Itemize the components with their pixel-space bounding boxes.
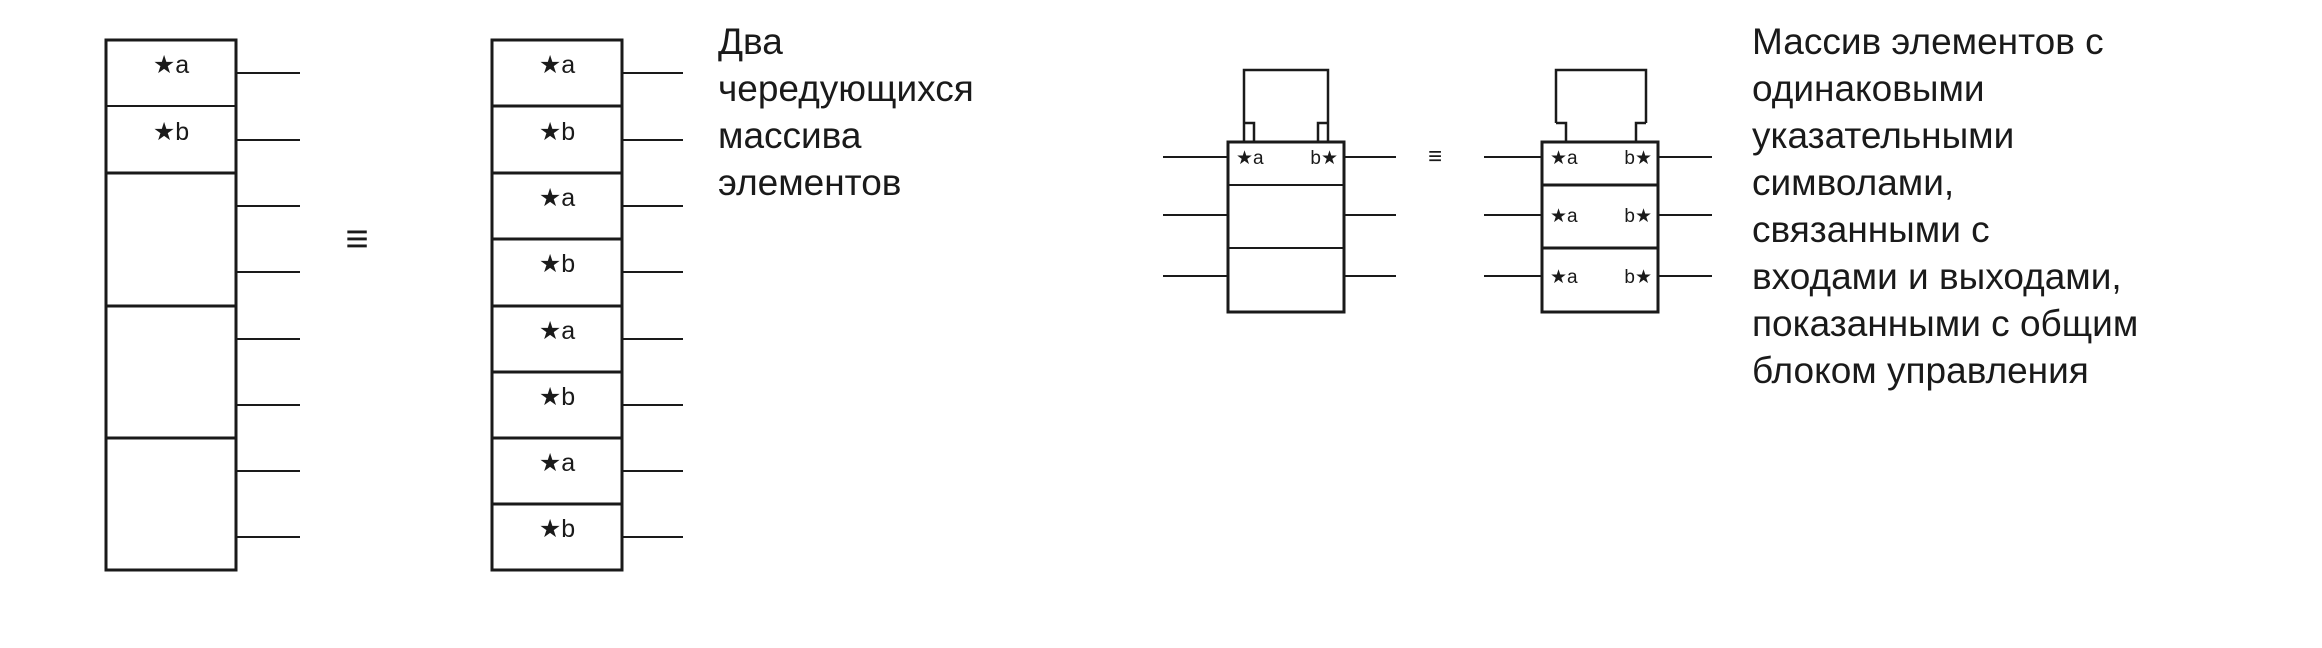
caption-line: Два xyxy=(718,21,783,62)
left-compact-array xyxy=(104,38,300,572)
right-figure-caption: Массив элементов с одинаковыми указатель… xyxy=(1752,18,2138,394)
control-block-notch-right xyxy=(1316,121,1328,144)
cell-label-b: ★b xyxy=(539,250,575,278)
row-output-label: b★ xyxy=(1624,267,1652,288)
cell-label-a: ★a xyxy=(539,449,575,477)
array-body-frame xyxy=(1226,140,1346,314)
input-indicator-label: ★a xyxy=(1236,148,1264,169)
control-block-upper xyxy=(1242,68,1330,123)
output-indicator-label: b★ xyxy=(1310,148,1338,169)
control-block-notch-left xyxy=(1556,121,1568,144)
cell-label-a: ★a xyxy=(539,317,575,345)
control-block-notch-left xyxy=(1244,121,1256,144)
left-figure-caption: Два чередующихся массива элементов xyxy=(718,18,974,206)
array-body-frame xyxy=(1540,140,1660,314)
control-block-upper xyxy=(1554,68,1648,123)
cell-label-b: ★b xyxy=(539,118,575,146)
cell-label-a: ★a xyxy=(539,184,575,212)
cell-label-b: ★b xyxy=(539,383,575,411)
caption-line: массива xyxy=(718,115,862,156)
equivalence-symbol: ≡ xyxy=(345,217,368,261)
equivalence-symbol: ≡ xyxy=(1428,143,1442,170)
right-compact-array xyxy=(1163,68,1396,314)
caption-line: блоком управления xyxy=(1752,350,2089,391)
caption-line: показанными с общим xyxy=(1752,303,2139,344)
cell-label-a: ★a xyxy=(153,51,189,79)
row-input-label: ★a xyxy=(1550,148,1578,169)
caption-line: элементов xyxy=(718,162,902,203)
caption-line: входами и выходами, xyxy=(1752,256,2122,297)
row-input-label: ★a xyxy=(1550,267,1578,288)
caption-line: чередующихся xyxy=(718,68,974,109)
caption-line: символами, xyxy=(1752,162,1955,203)
row-output-label: b★ xyxy=(1624,148,1652,169)
row-output-label: b★ xyxy=(1624,206,1652,227)
caption-line: Массив элементов с xyxy=(1752,21,2104,62)
caption-line: одинаковыми xyxy=(1752,68,1985,109)
cell-label-b: ★b xyxy=(153,118,189,146)
right-expanded-array xyxy=(1484,68,1712,314)
cell-label-a: ★a xyxy=(539,51,575,79)
row-input-label: ★a xyxy=(1550,206,1578,227)
left-expanded-array xyxy=(490,38,683,572)
control-block-notch-right xyxy=(1634,121,1646,144)
caption-line: указательными xyxy=(1752,115,2015,156)
cell-label-b: ★b xyxy=(539,515,575,543)
caption-line: связанными с xyxy=(1752,209,1990,250)
